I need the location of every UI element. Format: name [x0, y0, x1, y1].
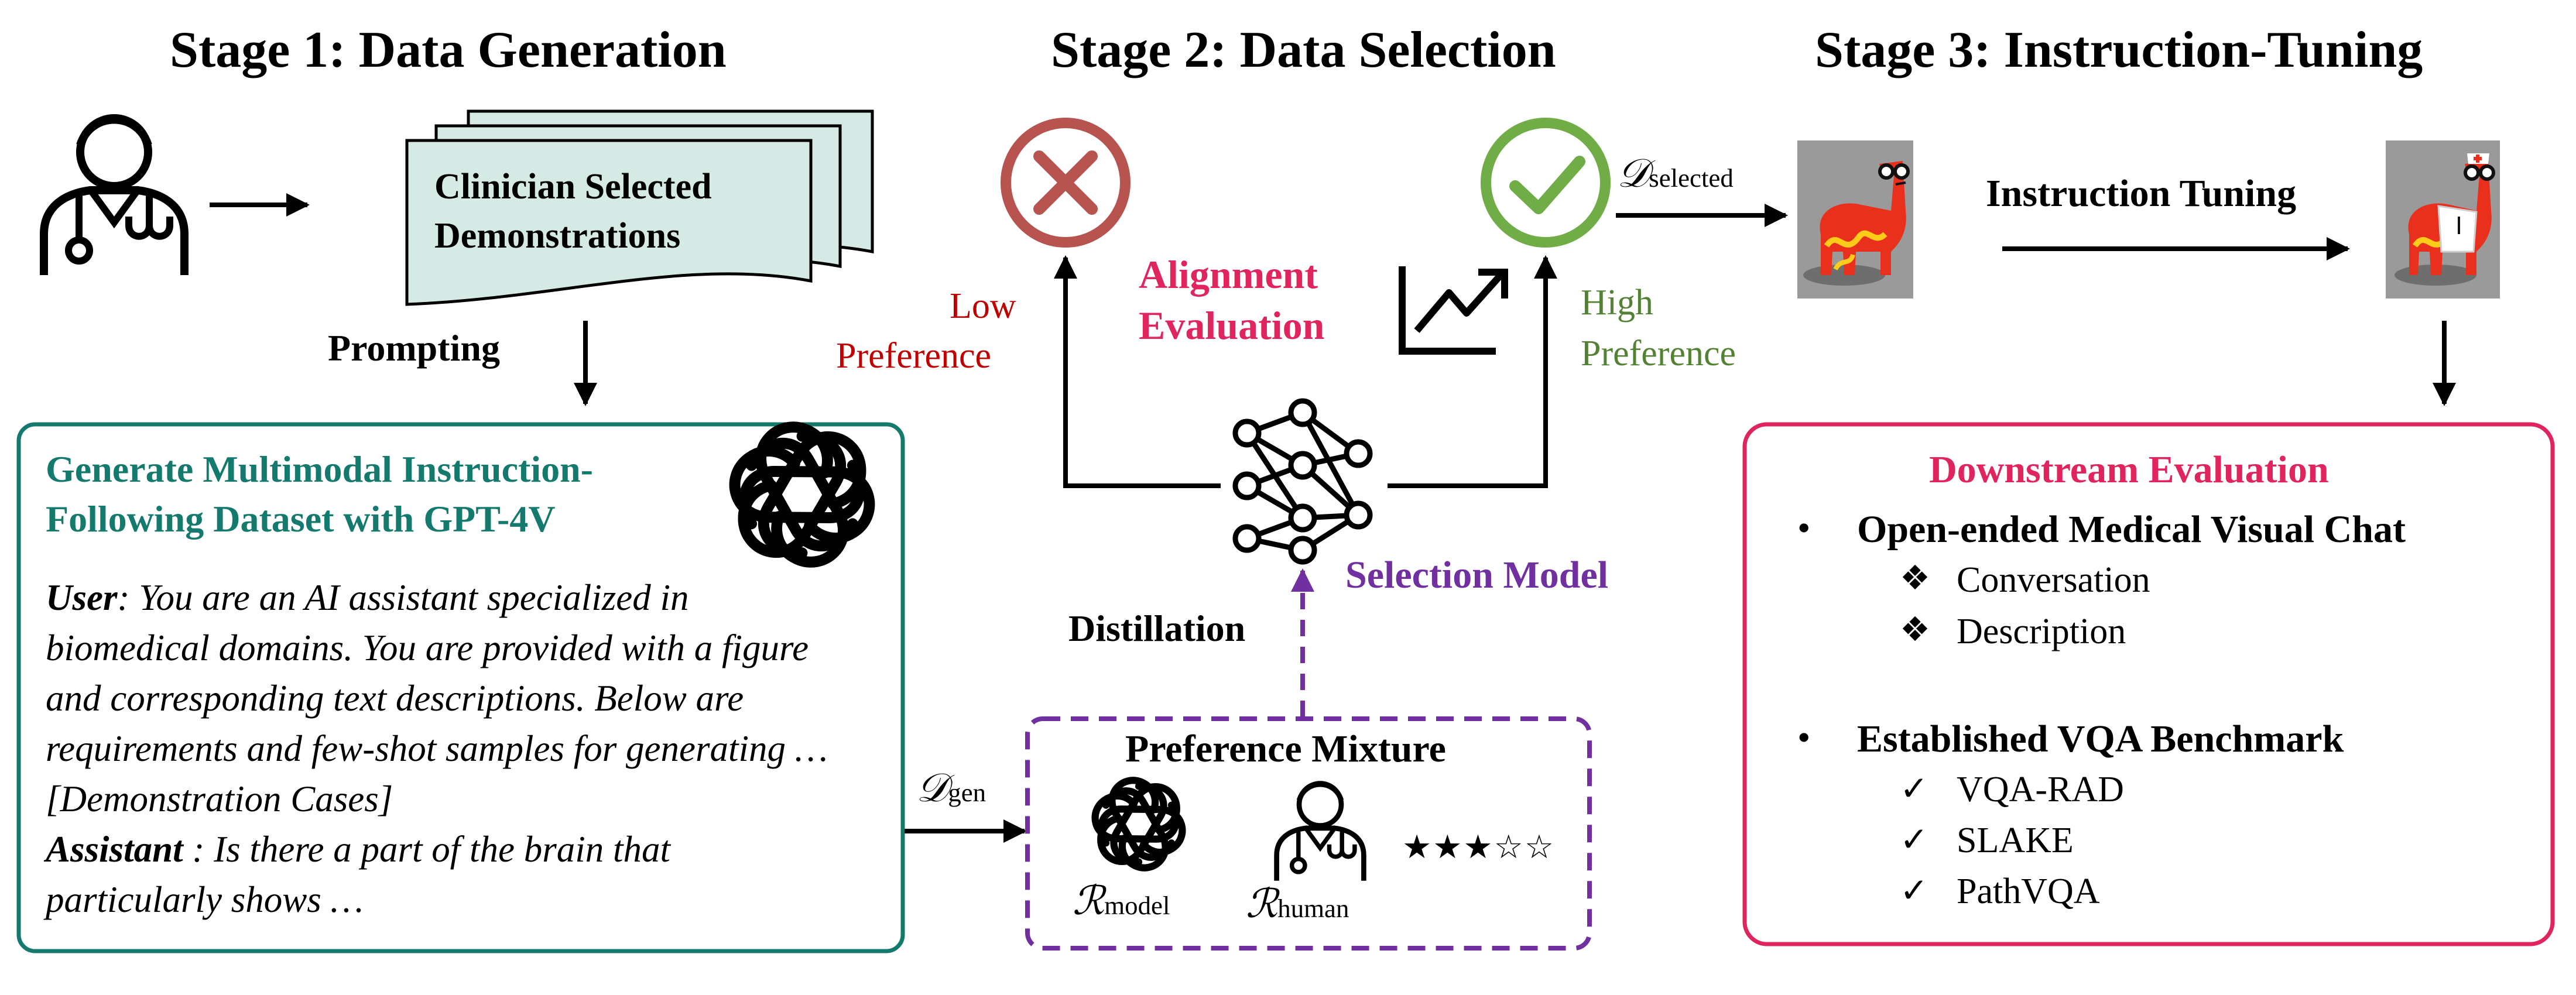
stage2-title: Stage 2: Data Selection	[1051, 22, 1556, 78]
gen-box-title-line2: Following Dataset with GPT-4V	[46, 498, 556, 540]
low-pref-connector	[1054, 255, 1221, 488]
low-preference-line2: Preference	[836, 336, 992, 376]
user-label: User	[46, 577, 118, 618]
user-text-line4: requirements and few-shot samples for ge…	[46, 728, 828, 769]
assistant-text-line2: particularly shows …	[46, 879, 364, 920]
trend-up-icon	[1399, 266, 1508, 355]
downstream-box	[1742, 422, 2555, 946]
prompt-text: User: You are an AI assistant specialize…	[46, 572, 889, 925]
stage1-title: Stage 1: Data Generation	[170, 22, 727, 78]
diamond-marker-icon: ❖	[1900, 609, 1930, 649]
assistant-label: Assistant	[46, 829, 183, 870]
document-stack-icon	[405, 109, 874, 306]
r-model-label: ℛmodel	[1073, 881, 1170, 921]
r-human-label: ℛhuman	[1246, 884, 1349, 924]
instruction-tuning-label: Instruction Tuning	[1986, 172, 2297, 215]
prompting-label: Prompting	[328, 327, 500, 369]
prompt-user-line1: User: You are an AI assistant specialize…	[46, 572, 889, 623]
group2-item-slake: SLAKE	[1957, 821, 2074, 860]
group2-item-pathvqa: PathVQA	[1957, 872, 2100, 911]
group1-item-conversation: Conversation	[1957, 560, 2150, 600]
downstream-title: Downstream Evaluation	[1929, 448, 2329, 491]
group2-item-vqa-rad: VQA-RAD	[1957, 770, 2124, 809]
user-text-line3: and corresponding text descriptions. Bel…	[46, 678, 744, 719]
user-text-line5: [Demonstration Cases]	[46, 778, 393, 819]
d-selected-label: 𝒟selected	[1617, 153, 1734, 193]
r-model-subscript: model	[1104, 891, 1170, 920]
gen-box-title-line1: Generate Multimodal Instruction-	[46, 448, 593, 490]
group2-title: Established VQA Benchmark	[1857, 718, 2344, 760]
check-marker-icon: ✓	[1900, 870, 1928, 910]
llama-mascot-image	[1797, 140, 1913, 298]
stage3-title: Stage 3: Instruction-Tuning	[1815, 22, 2423, 78]
high-preference-line2: Preference	[1581, 334, 1736, 373]
check-circle-icon	[1481, 118, 1611, 248]
x-circle-icon	[1001, 118, 1131, 248]
group1-title: Open-ended Medical Visual Chat	[1857, 508, 2406, 551]
d-selected-subscript: selected	[1649, 163, 1734, 193]
doctor-icon	[44, 118, 184, 275]
alignment-evaluation-line2: Evaluation	[1139, 303, 1325, 348]
check-marker-icon: ✓	[1900, 819, 1928, 859]
r-human-symbol: ℛ	[1246, 881, 1278, 926]
d-gen-symbol: 𝒟	[916, 766, 948, 810]
d-gen-subscript: gen	[948, 778, 986, 807]
high-preference-line1: High	[1581, 283, 1653, 322]
distillation-label: Distillation	[1068, 608, 1246, 649]
star-rating-icon: ★★★☆☆	[1402, 828, 1556, 866]
r-model-symbol: ℛ	[1073, 879, 1105, 923]
user-text-line1: : You are an AI assistant specialized in	[117, 577, 689, 618]
low-preference-line1: Low	[950, 286, 1016, 326]
r-human-subscript: human	[1277, 894, 1349, 923]
d-selected-symbol: 𝒟	[1617, 151, 1649, 195]
generation-box	[16, 422, 905, 953]
user-text-line2: biomedical domains. You are provided wit…	[46, 627, 809, 668]
demos-label-line1: Clinician Selected	[434, 167, 712, 207]
llama-doctor-mascot-image	[2386, 140, 2500, 298]
diamond-marker-icon: ❖	[1900, 558, 1930, 598]
d-gen-label: 𝒟gen	[916, 768, 986, 808]
selection-model-label: Selection Model	[1345, 554, 1609, 596]
assistant-text-line1: : Is there a part of the brain that	[183, 829, 670, 870]
prompt-assistant-line1: Assistant : Is there a part of the brain…	[46, 824, 889, 874]
alignment-evaluation-line1: Alignment	[1139, 252, 1318, 297]
preference-mixture-title: Preference Mixture	[1125, 728, 1446, 770]
high-pref-connector	[1388, 255, 1557, 488]
bullet-group1: •	[1797, 507, 1811, 548]
check-marker-icon: ✓	[1900, 768, 1928, 808]
bullet-group2: •	[1797, 716, 1811, 758]
demos-label-line2: Demonstrations	[434, 216, 681, 256]
neural-network-icon	[1232, 398, 1373, 565]
group1-item-description: Description	[1957, 612, 2126, 651]
